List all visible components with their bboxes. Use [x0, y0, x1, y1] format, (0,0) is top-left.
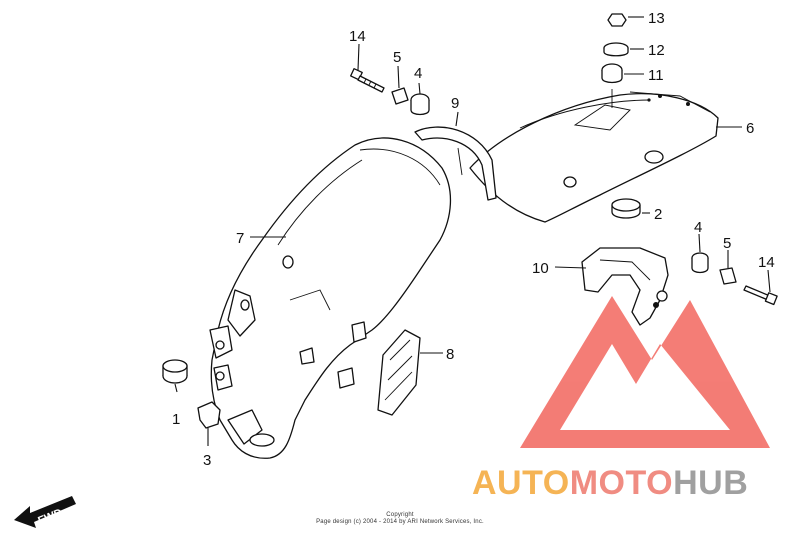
part-14-bolt-lower — [743, 285, 778, 306]
part-12-washer — [603, 42, 629, 57]
callout-13: 13 — [648, 10, 665, 27]
part-14-bolt-upper — [350, 68, 385, 93]
callout-5b: 5 — [723, 235, 731, 252]
part-5-washer-lower — [719, 267, 737, 285]
part-3-clip — [197, 401, 221, 429]
part-4-collar-upper — [410, 93, 430, 116]
part-5-washer-upper — [391, 87, 409, 105]
callouts: 1 2 3 4 4 5 5 6 7 8 9 10 11 12 13 14 14 — [172, 10, 775, 469]
callout-4a: 4 — [414, 65, 422, 82]
callout-3: 3 — [203, 452, 211, 469]
part-7-rear-fender — [209, 137, 452, 459]
callout-4b: 4 — [694, 219, 702, 236]
fwd-arrow-icon — [14, 496, 76, 528]
part-6-rear-fender-tray — [469, 89, 719, 223]
callout-1: 1 — [172, 411, 180, 428]
callout-14b: 14 — [758, 254, 775, 271]
part-1-grommet — [162, 359, 188, 384]
callout-2: 2 — [654, 206, 662, 223]
part-11-cushion — [601, 63, 623, 84]
callout-12: 12 — [648, 42, 665, 59]
leader-lines — [174, 16, 771, 446]
part-4-collar-lower — [691, 252, 709, 274]
callout-7: 7 — [236, 230, 244, 247]
watermark-brand-part3: HUB — [673, 464, 749, 502]
part-9-band — [414, 126, 497, 201]
callout-6: 6 — [746, 120, 754, 137]
watermark-triangle — [520, 296, 770, 448]
watermark-brand-part1: AUTO — [472, 464, 570, 502]
watermark-logo — [520, 296, 770, 448]
part-10-bracket — [581, 247, 669, 326]
part-2-cushion — [611, 198, 641, 219]
watermark-brand: AUTOMOTOHUB — [472, 464, 748, 503]
copyright-line1: Copyright — [386, 512, 414, 518]
callout-11: 11 — [648, 67, 664, 84]
part-8-plate — [377, 329, 421, 416]
part-13-nut — [607, 13, 627, 27]
callout-14a: 14 — [349, 28, 366, 45]
callout-8: 8 — [446, 346, 454, 363]
callout-9: 9 — [451, 95, 459, 112]
copyright-line2: Page design (c) 2004 - 2014 by ARI Netwo… — [316, 519, 484, 525]
callout-5a: 5 — [393, 49, 401, 66]
callout-10: 10 — [532, 260, 549, 277]
watermark-brand-part2: MOTO — [569, 464, 674, 502]
